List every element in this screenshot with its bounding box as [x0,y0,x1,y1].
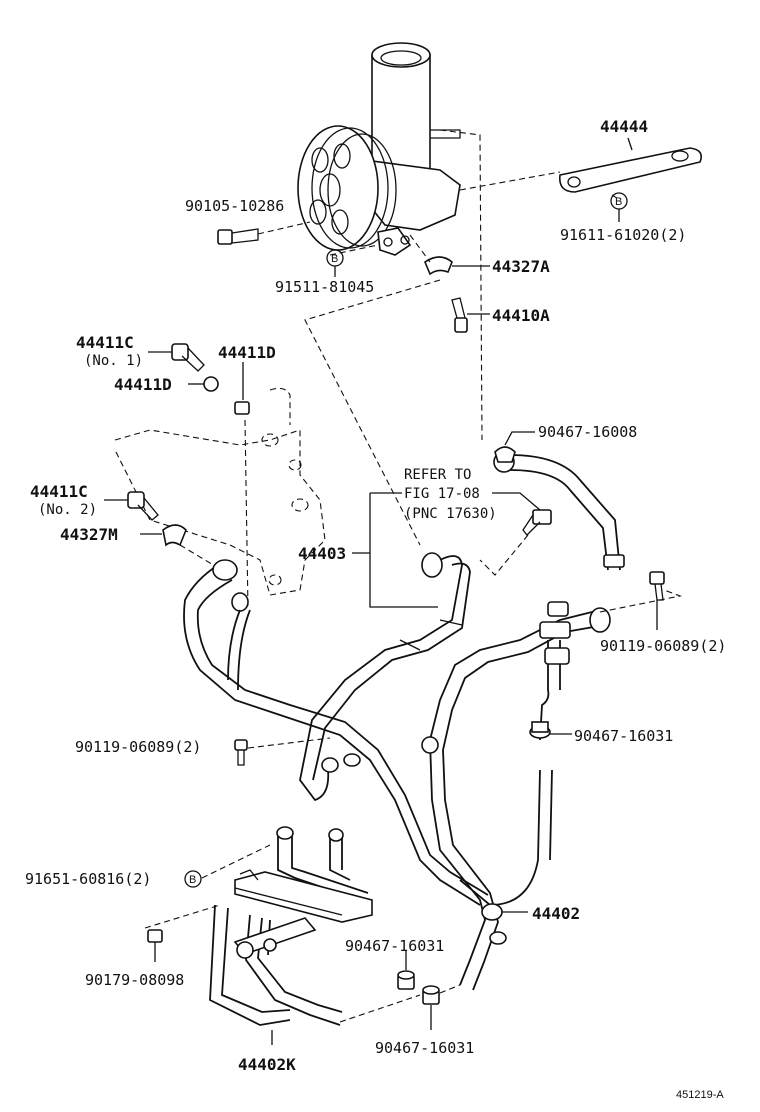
washer-44411D [203,376,219,392]
clip-90467-16008 [494,446,516,463]
clamp-90467-16031-right [529,721,551,739]
label-44411C-no1: 44411C [76,333,134,352]
label-90467-16008: 90467-16008 [538,423,637,441]
nut-44411D [234,401,250,415]
clamp-44327M [162,524,187,547]
label-44444: 44444 [600,117,648,136]
pressure-switch [522,509,552,536]
footer-diagram-id: 451219-A [676,1089,724,1101]
steering-gear-44403 [114,387,326,611]
nut-90179-08098 [147,929,163,943]
callout-b-left: B [326,249,344,277]
callout-b-upper: B [610,192,628,222]
callout-b-lower-text: B [189,874,196,886]
bolt-44411C-no1 [171,343,205,372]
label-44402: 44402 [532,904,580,923]
label-91651-60816: 91651-60816(2) [25,870,151,888]
label-90467-16031-bottom: 90467-16031 [375,1039,474,1057]
callout-b-left-text: B [331,253,338,265]
label-44411D-top: 44411D [218,343,276,362]
label-44327A: 44327A [492,257,550,276]
bolt-90105-10286 [217,228,259,245]
label-90467-16031-mid: 90467-16031 [345,937,444,955]
pressure-hose [183,559,489,906]
label-refer-3: (PNC 17630) [404,506,497,522]
power-steering-pump [297,42,461,256]
bolt-44411C-no2 [127,491,159,521]
callout-b-lower: B [184,870,202,888]
bolt-90119-06089-left [234,739,248,766]
label-90105-10286: 90105-10286 [185,197,284,215]
bolt-44410A [451,297,468,333]
cooler-lines [421,601,611,991]
label-44410A: 44410A [492,306,550,325]
label-91511-81045: 91511-81045 [275,278,374,296]
label-44402K: 44402K [238,1055,296,1074]
clamp-90467-16031-bottom [422,985,440,1005]
label-44411C-no1-sub: (No. 1) [84,353,143,369]
label-44411C-no2: 44411C [30,482,88,501]
label-44411D-mid: 44411D [114,375,172,394]
label-90179-08098: 90179-08098 [85,971,184,989]
bracket-44444 [558,147,703,193]
bolt-90119-06089-right [649,571,665,601]
label-refer-1: REFER TO [404,467,471,483]
label-90119-06089-left: 90119-06089(2) [75,738,201,756]
label-refer-2: FIG 17-08 [404,486,480,502]
callout-b-upper-text: B [615,196,622,208]
return-hose [299,552,471,802]
label-44327M: 44327M [60,525,118,544]
label-90467-16031-right: 90467-16031 [574,727,673,745]
label-44411C-no2-sub: (No. 2) [38,502,97,518]
oil-cooler-44402K [209,826,373,1026]
clamp-44327A [424,256,453,276]
label-91611-61020: 91611-61020(2) [560,226,686,244]
label-90119-06089-right: 90119-06089(2) [600,637,726,655]
label-44403: 44403 [298,544,346,563]
clamp-90467-16031-mid [397,970,415,990]
